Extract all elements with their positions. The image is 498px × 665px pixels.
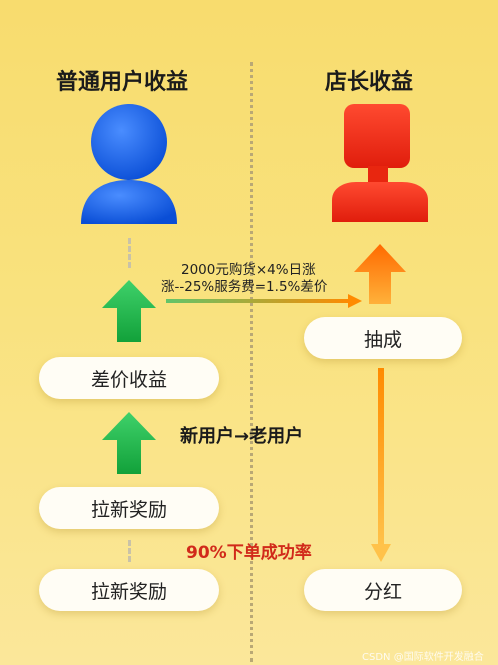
dashed-connector	[128, 238, 131, 268]
pill-referral-reward-2: 拉新奖励	[39, 569, 219, 611]
orange-down-arrow-icon	[371, 368, 391, 562]
dashed-connector	[128, 540, 131, 562]
pill-spread-income: 差价收益	[39, 357, 219, 399]
orange-up-arrow-icon	[354, 244, 406, 304]
conversion-label: 新用户→老用户	[180, 426, 304, 447]
watermark: CSDN @国际软件开发融合	[362, 652, 484, 663]
success-rate-label: 90%下单成功率	[186, 543, 312, 563]
left-column-title: 普通用户收益	[56, 70, 189, 95]
green-up-arrow-icon	[102, 412, 156, 474]
transfer-arrow	[166, 294, 362, 308]
pill-commission: 抽成	[304, 317, 462, 359]
pill-referral-reward: 拉新奖励	[39, 487, 219, 529]
flow-annotation-line2: 涨--25%服务费=1.5%差价	[161, 279, 328, 295]
store-manager-icon	[332, 104, 428, 222]
user-person-icon	[81, 104, 177, 224]
flow-annotation-line1: 2000元购货×4%日涨	[181, 262, 316, 278]
right-column-title: 店长收益	[325, 70, 414, 95]
green-up-arrow-icon	[102, 280, 156, 342]
center-divider	[250, 62, 253, 662]
pill-dividend: 分红	[304, 569, 462, 611]
